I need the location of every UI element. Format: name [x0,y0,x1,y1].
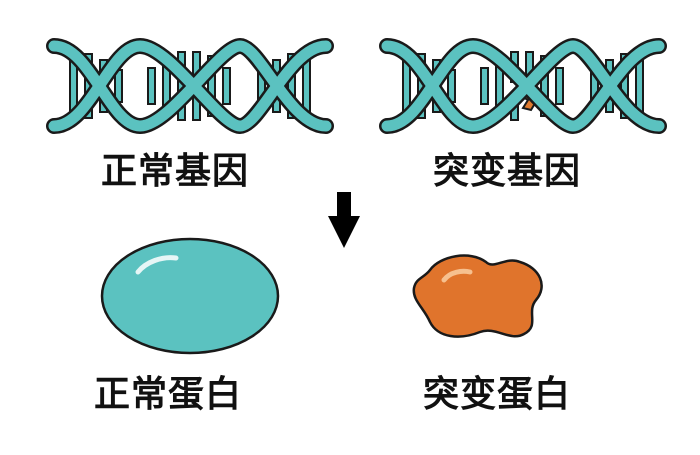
mutant-dna-helix [379,37,667,135]
down-arrow-icon [328,192,360,248]
normal-protein-shape [100,237,280,355]
normal-gene-label: 正常基因 [100,151,249,192]
mutant-gene-label: 突变基因 [432,151,581,192]
mutant-protein-label: 突变蛋白 [422,374,571,415]
normal-protein-label: 正常蛋白 [93,374,242,415]
normal-dna-helix [46,37,334,135]
mutant-protein-shape [412,254,543,338]
